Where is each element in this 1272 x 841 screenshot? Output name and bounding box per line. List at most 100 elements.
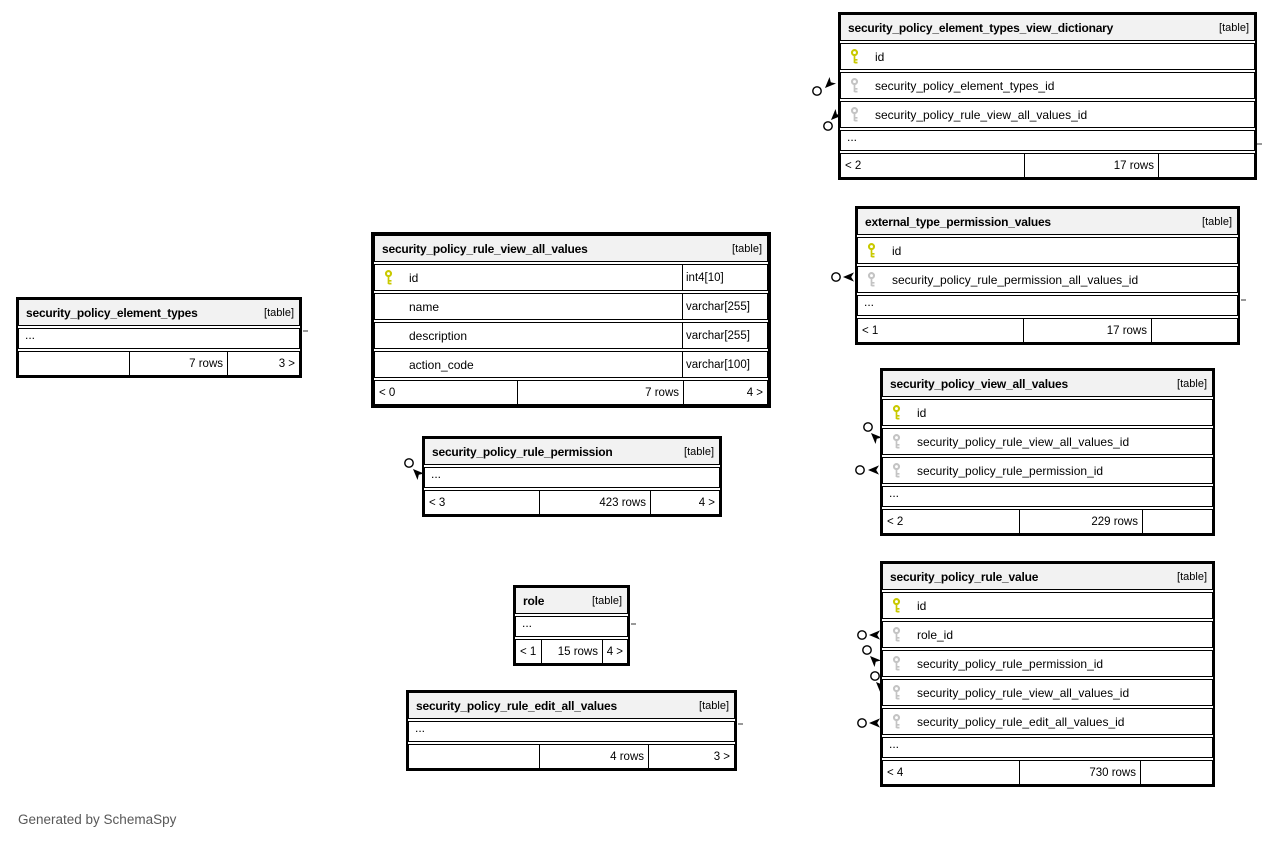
- table-tag: [table]: [1177, 570, 1207, 583]
- relationship-connector-icon: [862, 645, 882, 668]
- table-name: role: [523, 593, 545, 608]
- column-name: role_id: [917, 627, 954, 642]
- footer-degree-out: [1142, 509, 1213, 534]
- table-name: security_policy_view_all_values: [890, 376, 1068, 391]
- foreign-key-icon: [892, 627, 901, 642]
- edge-stub-icon: [1257, 143, 1262, 145]
- table-tag: [table]: [1202, 215, 1232, 228]
- column-type: varchar[255]: [682, 323, 767, 348]
- more-columns-row: ...: [882, 737, 1213, 758]
- column-row-security_policy_rule_view_all_values_id: security_policy_rule_view_all_values_id: [882, 679, 1213, 706]
- table-header[interactable]: role[table]: [515, 587, 628, 614]
- table-header[interactable]: security_policy_rule_view_all_values[tab…: [374, 235, 768, 262]
- column-name: security_policy_rule_permission_id: [917, 463, 1104, 478]
- table-header[interactable]: security_policy_rule_value[table]: [882, 563, 1213, 590]
- footer-row-count: 7 rows: [129, 351, 228, 376]
- column-row-security_policy_rule_edit_all_values_id: security_policy_rule_edit_all_values_id: [882, 708, 1213, 735]
- footer-degree-in: < 1: [515, 639, 542, 664]
- column-name: id: [409, 270, 419, 285]
- foreign-key-icon: [850, 107, 859, 122]
- table-name: security_policy_rule_permission: [432, 444, 613, 459]
- column-name: id: [917, 405, 927, 420]
- column-name: id: [892, 243, 902, 258]
- footer-degree-in: < 4: [882, 760, 1020, 785]
- more-columns-row: ...: [515, 616, 628, 637]
- column-name: security_policy_rule_permission_all_valu…: [892, 272, 1139, 287]
- primary-key-icon: [850, 49, 859, 64]
- column-row-security_policy_rule_permission_id: security_policy_rule_permission_id: [882, 650, 1213, 677]
- table-tag: [table]: [1219, 21, 1249, 34]
- foreign-key-icon: [867, 272, 876, 287]
- table-security_policy_rule_value: security_policy_rule_value[table]id role_…: [880, 561, 1215, 787]
- column-row-security_policy_rule_permission_all_values_id: security_policy_rule_permission_all_valu…: [857, 266, 1238, 293]
- relationship-connector-icon: [857, 718, 880, 728]
- table-tag: [table]: [699, 699, 729, 712]
- footer-degree-in: < 1: [857, 318, 1024, 343]
- column-name: security_policy_rule_permission_id: [917, 656, 1104, 671]
- table-header[interactable]: security_policy_element_types_view_dicti…: [840, 14, 1255, 41]
- table-header[interactable]: security_policy_view_all_values[table]: [882, 370, 1213, 397]
- table-header[interactable]: security_policy_element_types[table]: [18, 299, 300, 326]
- primary-key-icon: [384, 270, 393, 285]
- footer-degree-in: < 2: [840, 153, 1025, 178]
- column-name: security_policy_rule_view_all_values_id: [875, 107, 1088, 122]
- footer-degree-out: 3 >: [648, 744, 735, 769]
- edge-stub-icon: [303, 330, 308, 332]
- footer-degree-in: [408, 744, 540, 769]
- footer-degree-in: < 0: [374, 380, 518, 405]
- footer-degree-out: [1140, 760, 1213, 785]
- column-name: security_policy_element_types_id: [875, 78, 1055, 93]
- primary-key-icon: [892, 405, 901, 420]
- edge-stub-icon: [631, 623, 636, 625]
- more-columns-row: ...: [882, 486, 1213, 507]
- column-name: name: [409, 299, 440, 314]
- primary-key-icon: [867, 243, 876, 258]
- column-row-action_code: action_code varchar[100]: [374, 351, 768, 378]
- foreign-key-icon: [892, 463, 901, 478]
- column-row-security_policy_rule_view_all_values_id: security_policy_rule_view_all_values_id: [840, 101, 1255, 128]
- table-header[interactable]: security_policy_rule_permission[table]: [424, 438, 720, 465]
- footer-degree-in: [18, 351, 130, 376]
- column-row-id: id: [857, 237, 1238, 264]
- table-security_policy_view_all_values: security_policy_view_all_values[table]id…: [880, 368, 1215, 536]
- column-type: varchar[100]: [682, 352, 767, 377]
- column-row-name: name varchar[255]: [374, 293, 768, 320]
- footer-row-count: 7 rows: [517, 380, 684, 405]
- footer-row-count: 4 rows: [539, 744, 649, 769]
- column-row-security_policy_rule_permission_id: security_policy_rule_permission_id: [882, 457, 1213, 484]
- table-header[interactable]: external_type_permission_values [table]: [857, 208, 1238, 235]
- column-row-security_policy_element_types_id: security_policy_element_types_id: [840, 72, 1255, 99]
- relationship-connector-icon: [857, 630, 880, 640]
- table-header[interactable]: security_policy_rule_edit_all_values[tab…: [408, 692, 735, 719]
- foreign-key-icon: [892, 685, 901, 700]
- relationship-connector-icon: [812, 76, 837, 96]
- table-external_type_permission_values: external_type_permission_values [table] id…: [855, 206, 1240, 345]
- more-columns-row: ...: [424, 467, 720, 488]
- column-row-id: id: [882, 592, 1213, 619]
- column-row-security_policy_rule_view_all_values_id: security_policy_rule_view_all_values_id: [882, 428, 1213, 455]
- table-name: external_type_permission_values: [865, 214, 1051, 229]
- relationship-connector-icon: [855, 465, 879, 475]
- column-row-id: id: [840, 43, 1255, 70]
- footer-row-count: 17 rows: [1023, 318, 1152, 343]
- table-security_policy_rule_permission: security_policy_rule_permission[table]..…: [422, 436, 722, 517]
- column-type: varchar[255]: [682, 294, 767, 319]
- column-name: security_policy_rule_view_all_values_id: [917, 685, 1130, 700]
- footer-degree-in: < 2: [882, 509, 1020, 534]
- column-row-role_id: role_id: [882, 621, 1213, 648]
- footer-row-count: 229 rows: [1019, 509, 1143, 534]
- foreign-key-icon: [892, 434, 901, 449]
- table-name: security_policy_element_types: [26, 305, 198, 320]
- column-name: action_code: [409, 357, 474, 372]
- column-name: id: [917, 598, 927, 613]
